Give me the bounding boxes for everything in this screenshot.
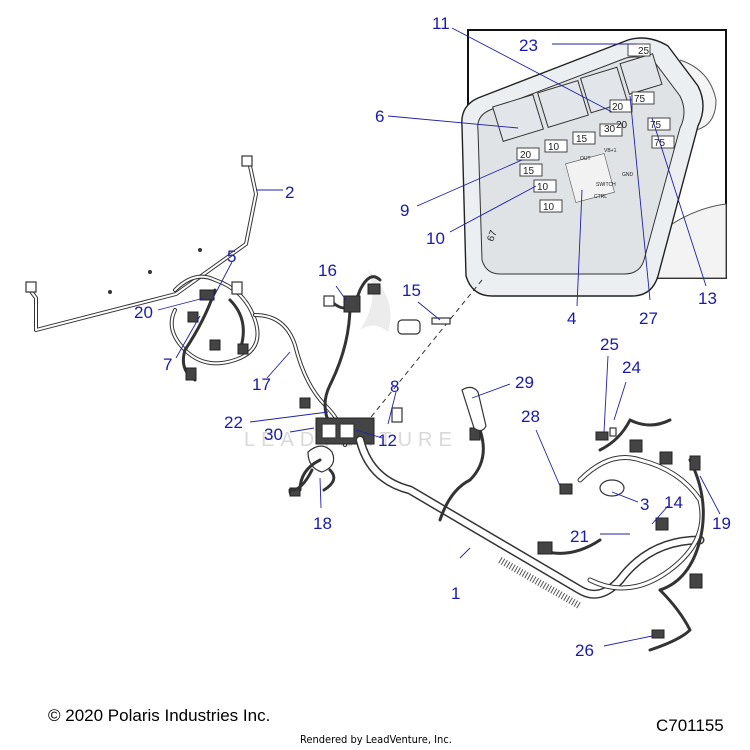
fuse-label: 75 [650,120,662,131]
fuse-label: 20 [616,120,628,131]
panel-text: SWITCH [596,182,616,188]
callout-26: 26 [575,641,594,660]
callout-18: 18 [313,514,332,533]
part-15 [397,317,451,335]
callout-15: 15 [402,281,421,300]
diagram-code: C701155 [656,716,724,735]
callout-3: 3 [640,495,649,514]
fuse-label: 20 [520,150,532,161]
panel-text: OUT [580,156,591,162]
rendered-by-text: Rendered by LeadVenture, Inc. [300,733,452,746]
harness-right-cluster [537,418,705,652]
callout-22: 22 [224,413,243,432]
inset-corner-mark: 67 [486,228,500,243]
fuse-label: 25 [638,46,650,57]
fuse-label: 10 [548,142,560,153]
callout-23: 23 [519,36,538,55]
panel-text: CTRL [594,194,607,200]
panel-text: GND [622,172,634,178]
harness-part-18 [290,468,336,492]
callout-4: 4 [567,309,576,328]
callout-17: 17 [252,375,271,394]
fuse-label: 15 [523,166,535,177]
callout-numbers: 1 2 3 4 5 6 7 8 9 10 11 12 13 14 15 16 1… [134,14,731,660]
fuse-row [516,43,675,213]
callout-12: 12 [378,431,397,450]
callout-30: 30 [264,425,283,444]
callout-5: 5 [227,247,236,266]
inset-pointer-line [353,279,483,439]
harness-part-1 [288,427,705,610]
callout-14: 14 [664,493,683,512]
callout-28: 28 [521,407,540,426]
part-29 [461,386,487,432]
callout-7: 7 [163,355,172,374]
callout-13: 13 [698,289,717,308]
callout-6: 6 [375,107,384,126]
leader-lines [157,27,721,647]
fuse-box-inset: 20 10 15 30 20 75 15 10 10 25 75 75 20 O… [461,29,727,297]
fuse-label: 10 [537,182,549,193]
copyright-text: © 2020 Polaris Industries Inc. [48,706,271,725]
fuse-label: 30 [604,124,616,135]
fuse-label: 10 [543,202,555,213]
callout-11: 11 [432,14,450,33]
callout-25: 25 [600,335,619,354]
callout-19: 19 [712,514,731,533]
harness-part-2 [25,155,258,332]
callout-29: 29 [515,373,534,392]
callout-2: 2 [285,183,294,202]
callout-16: 16 [318,261,337,280]
fuse-label: 20 [612,102,624,113]
callout-9: 9 [400,201,409,220]
callout-24: 24 [622,358,641,377]
callout-8: 8 [390,377,399,396]
callout-21: 21 [570,527,589,546]
callout-20: 20 [134,303,153,322]
panel-text: VB+1 [604,148,617,154]
fuse-label: 15 [576,134,588,145]
fuse-label: 75 [634,94,646,105]
callout-10: 10 [426,229,445,248]
harness-part-7 [169,274,260,382]
callout-27: 27 [639,309,658,328]
callout-1: 1 [451,584,460,603]
